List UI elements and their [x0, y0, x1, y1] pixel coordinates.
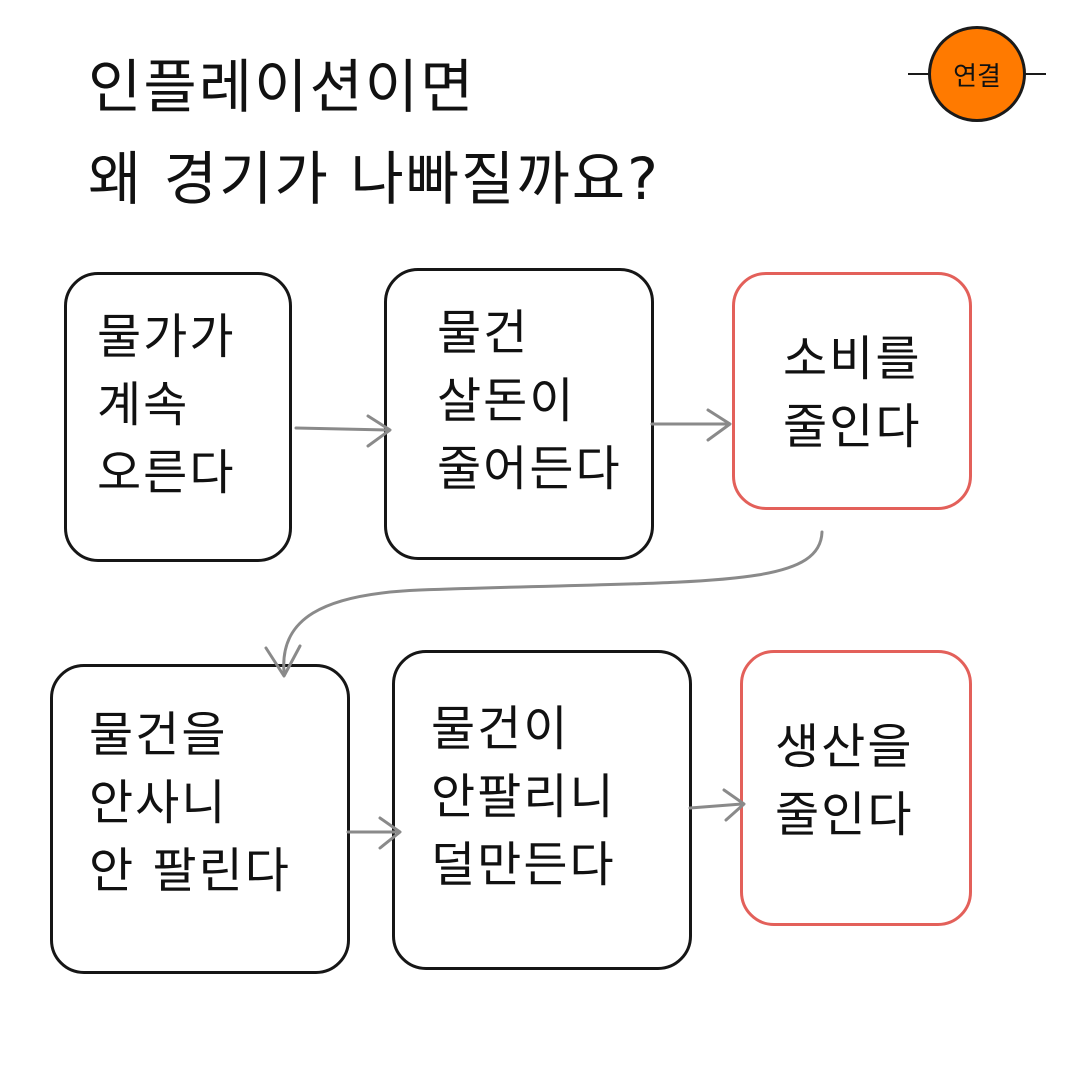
- step-4-line-2: 안사니: [89, 775, 228, 832]
- step-3-line-1: 소비를: [783, 331, 922, 387]
- step-2-line-1: 물건: [437, 305, 530, 361]
- step-1-line-1: 물가가: [97, 309, 236, 365]
- title-line-2: 왜 경기가 나빠질까요?: [88, 145, 660, 213]
- title-line-1: 인플레이션이면: [88, 53, 476, 121]
- step-box-2: 물건 살돈이 줄어든다: [384, 268, 654, 560]
- connection-badge: 연결: [928, 26, 1026, 122]
- step-1-line-2: 계속: [97, 377, 190, 434]
- step-2-line-3: 줄어든다: [437, 441, 622, 498]
- step-box-6-production: 생산을 줄인다: [740, 650, 972, 926]
- step-box-3-consumption: 소비를 줄인다: [732, 272, 972, 510]
- step-5-line-2: 안팔리니: [431, 769, 616, 826]
- step-5-line-3: 덜만든다: [431, 837, 616, 894]
- badge-stroke-left: [908, 73, 930, 75]
- connection-badge-label: 연결: [953, 61, 1001, 92]
- step-4-line-1: 물건을: [89, 707, 228, 763]
- step-6-line-1: 생산을: [775, 719, 914, 775]
- arrow-3-to-4-curved: [264, 530, 824, 678]
- step-5-line-1: 물건이: [431, 701, 570, 757]
- step-1-line-3: 오른다: [97, 445, 236, 502]
- step-box-1: 물가가 계속 오른다: [64, 272, 292, 562]
- step-4-line-3: 안 팔린다: [89, 843, 291, 900]
- arrow-4-to-5: [346, 816, 402, 850]
- badge-stroke-right: [1024, 73, 1046, 75]
- arrow-5-to-6: [688, 788, 746, 822]
- step-box-5: 물건이 안팔리니 덜만든다: [392, 650, 692, 970]
- step-6-line-2: 줄인다: [775, 787, 914, 844]
- arrow-1-to-2: [294, 414, 392, 448]
- step-2-line-2: 살돈이: [437, 373, 576, 430]
- arrow-2-to-3: [650, 408, 732, 442]
- step-box-4: 물건을 안사니 안 팔린다: [50, 664, 350, 974]
- step-3-line-2: 줄인다: [783, 399, 922, 456]
